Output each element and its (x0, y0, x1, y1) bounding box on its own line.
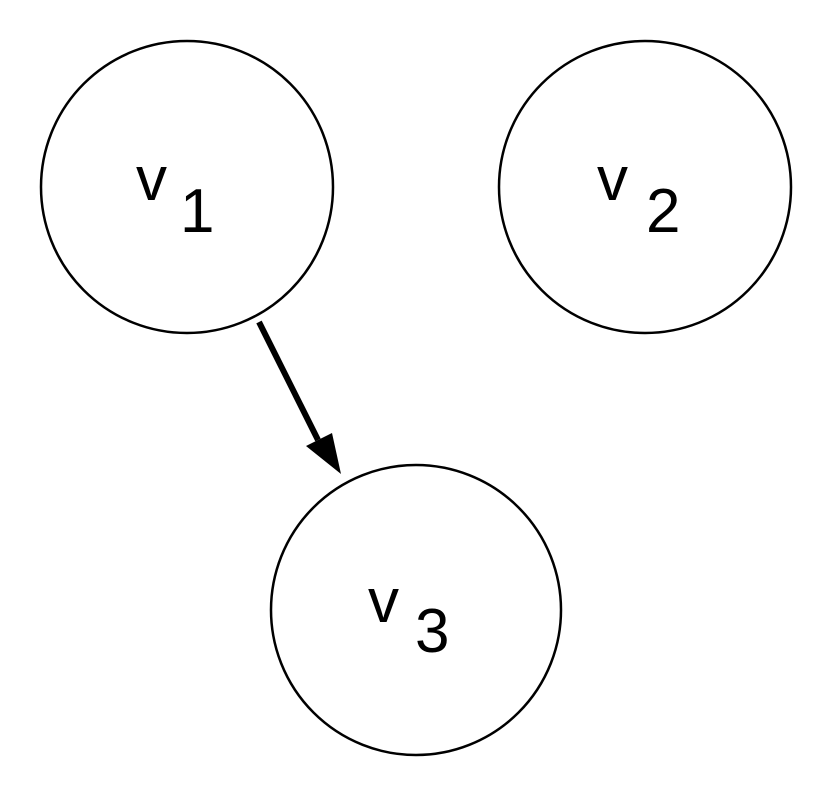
node-v1-circle (39, 39, 335, 335)
edge-line (256, 320, 321, 442)
node-v3-circle (269, 463, 563, 757)
node-v2-circle (497, 39, 793, 335)
arrowhead-icon (306, 433, 341, 474)
edge-v1-to-v3 (256, 320, 341, 474)
